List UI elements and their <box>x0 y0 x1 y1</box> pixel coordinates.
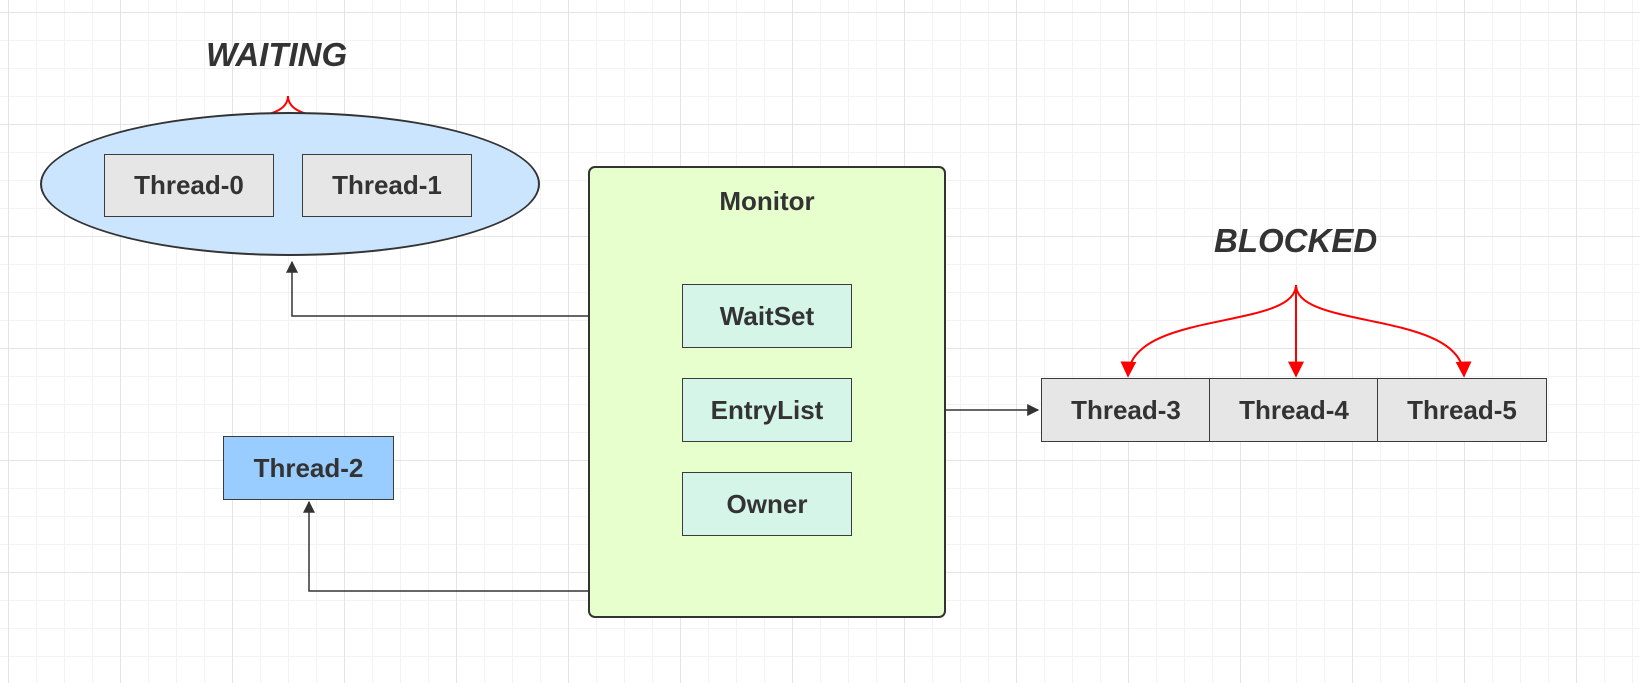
thread-box: Thread-4 <box>1209 378 1379 442</box>
monitor-title: Monitor <box>719 186 815 216</box>
thread-box: Thread-1 <box>302 154 472 217</box>
waiting-state-label: WAITING <box>206 36 348 73</box>
blocked-fan-arrow-left <box>1120 284 1297 378</box>
waitset-field: WaitSet <box>682 284 852 348</box>
owner-field: Owner <box>682 472 852 536</box>
owner-thread-box: Thread-2 <box>223 436 394 500</box>
blocked-fan-arrow-right <box>1295 284 1472 378</box>
waitset-to-waiting-arrow <box>286 260 683 317</box>
entrylist-field: EntryList <box>682 378 852 442</box>
thread-box: Thread-0 <box>104 154 274 217</box>
thread-box: Thread-3 <box>1041 378 1211 442</box>
thread-box: Thread-5 <box>1377 378 1547 442</box>
blocked-state-label: BLOCKED <box>1214 222 1378 259</box>
